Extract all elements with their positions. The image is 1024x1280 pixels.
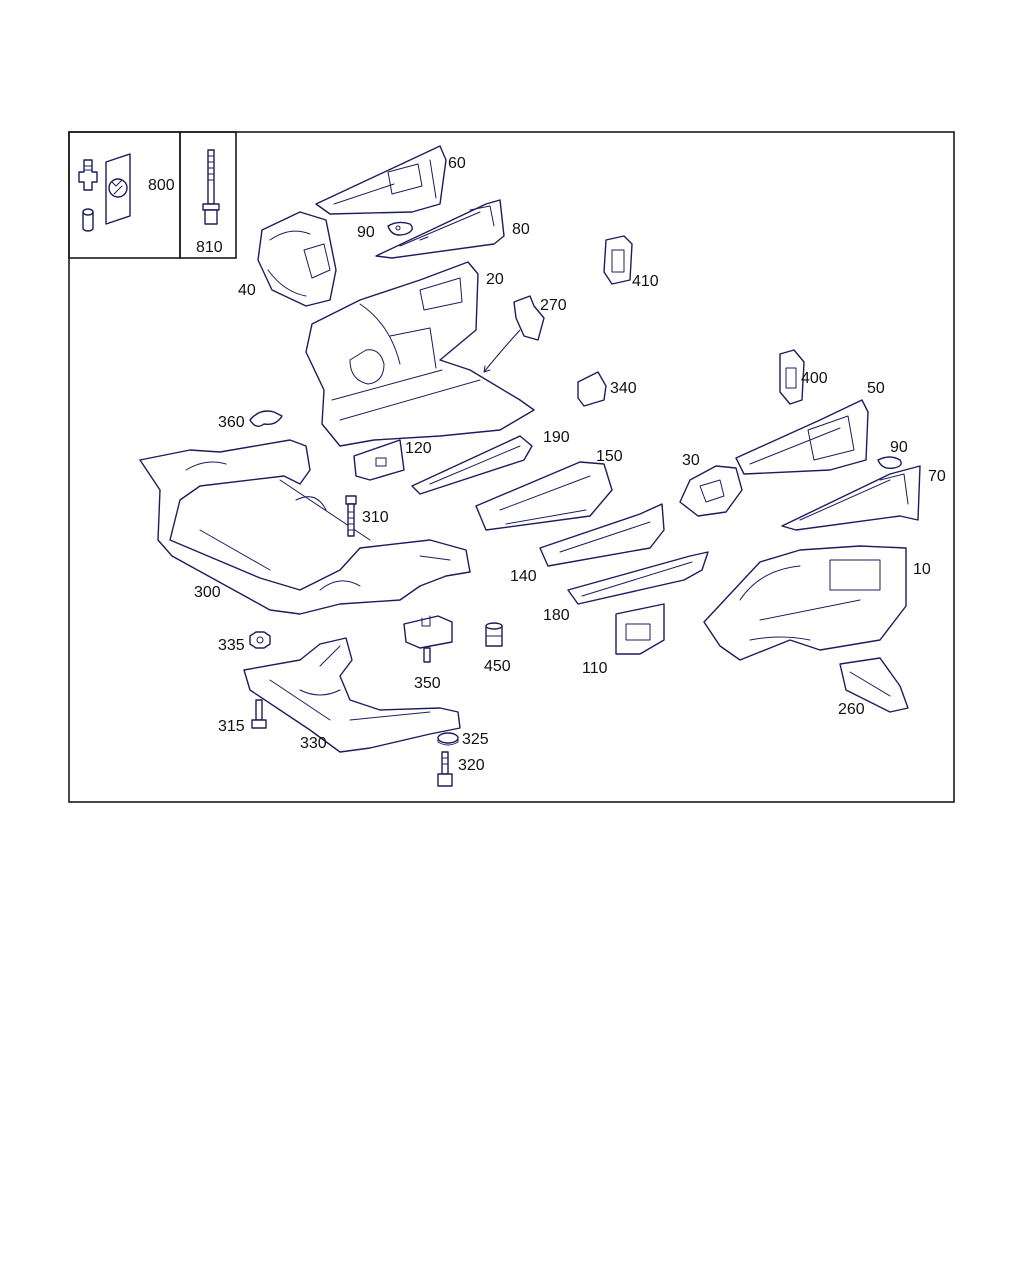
callout-335: 335 (218, 637, 245, 654)
callout-310: 310 (362, 509, 389, 526)
callout-315: 315 (218, 718, 245, 735)
callout-60: 60 (448, 155, 466, 172)
part-10-shape (703, 545, 907, 661)
part-335-shape (249, 631, 271, 649)
part-350-shape (403, 615, 453, 663)
callout-320: 320 (458, 757, 485, 774)
part-300-shape (139, 439, 471, 615)
callout-800: 800 (148, 177, 175, 194)
callout-120: 120 (405, 440, 432, 457)
part-270-shape (483, 295, 545, 373)
part-260-shape (839, 657, 909, 713)
callout-190: 190 (543, 429, 570, 446)
callout-180: 180 (543, 607, 570, 624)
part-180-shape (567, 551, 709, 605)
part-410-shape (603, 235, 633, 285)
part-50-shape (735, 399, 869, 475)
callout-labels: 800 810 60 90 80 40 20 270 410 340 400 5… (148, 155, 946, 774)
part-150-shape (475, 461, 613, 531)
bolt-800-icon (78, 153, 131, 232)
callout-340: 340 (610, 380, 637, 397)
callout-360: 360 (218, 414, 245, 431)
part-30-shape (679, 465, 743, 517)
part-315-shape (251, 699, 267, 729)
part-360-shape (249, 410, 283, 427)
callout-400: 400 (801, 370, 828, 387)
part-400-shape (779, 349, 805, 405)
inset-box-bolt-810 (179, 131, 237, 259)
part-140-shape (539, 503, 665, 567)
part-330-shape (243, 637, 461, 753)
callout-80: 80 (512, 221, 530, 238)
callout-140: 140 (510, 568, 537, 585)
part-90-right-shape (877, 456, 902, 470)
callout-450: 450 (484, 658, 511, 675)
callout-40: 40 (238, 282, 256, 299)
callout-20: 20 (486, 271, 504, 288)
callout-300: 300 (194, 584, 221, 601)
callout-110: 110 (582, 660, 608, 677)
callout-70: 70 (928, 468, 946, 485)
part-450-shape (485, 622, 503, 647)
part-90-upper-shape (387, 221, 413, 236)
part-20-shape (305, 261, 535, 447)
part-40-shape (257, 211, 337, 307)
callout-30: 30 (682, 452, 700, 469)
part-80-shape (375, 199, 505, 259)
callout-10: 10 (913, 561, 931, 578)
part-190-shape (411, 435, 533, 495)
part-320-shape (437, 751, 453, 787)
callout-90-right: 90 (890, 439, 908, 456)
bolt-810-icon (202, 149, 220, 225)
part-70-shape (781, 465, 921, 531)
callout-410: 410 (632, 273, 659, 290)
callout-810: 810 (196, 239, 223, 256)
part-310-shape (345, 495, 357, 537)
diagram-frame (68, 131, 955, 803)
callout-50: 50 (867, 380, 885, 397)
callout-260: 260 (838, 701, 865, 718)
part-325-shape (437, 732, 459, 746)
callout-150: 150 (596, 448, 623, 465)
part-340-shape (577, 371, 607, 407)
callout-325: 325 (462, 731, 489, 748)
part-120-shape (353, 439, 405, 481)
callout-270: 270 (540, 297, 567, 314)
callout-90-upper: 90 (357, 224, 375, 241)
part-60-shape (315, 145, 447, 215)
callout-330: 330 (300, 735, 327, 752)
part-110-shape (615, 603, 665, 655)
callout-350: 350 (414, 675, 441, 692)
